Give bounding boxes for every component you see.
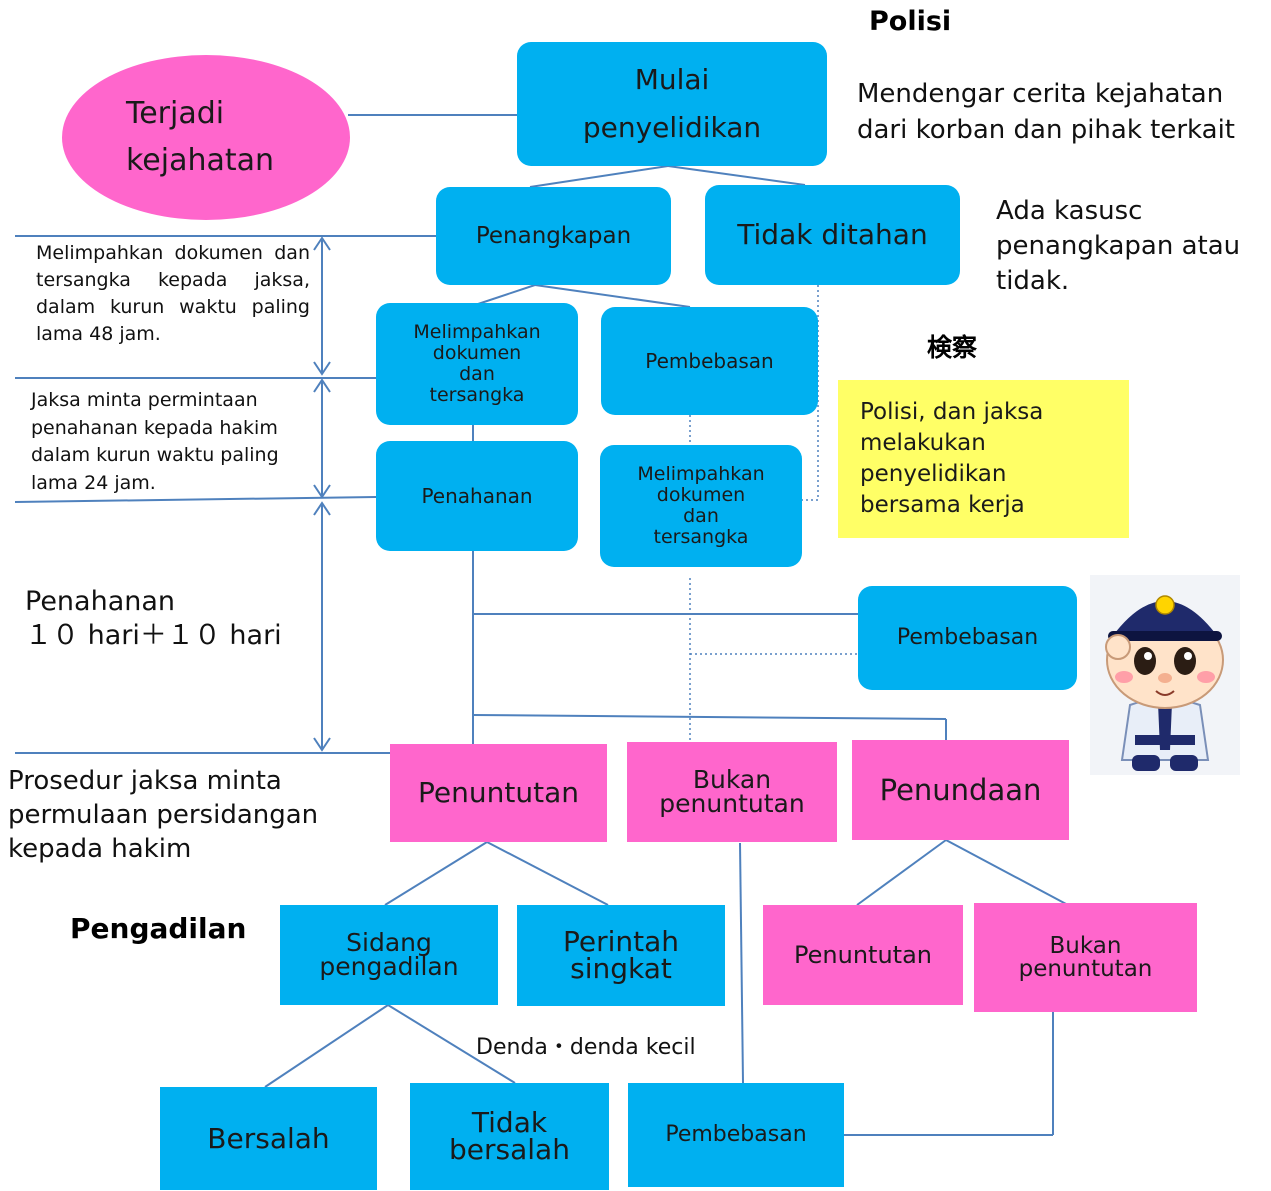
node-pembebasan-1: Pembebasan bbox=[601, 307, 818, 415]
node-bersalah-label: Bersalah bbox=[207, 1121, 330, 1155]
note-polisi-jaksa-text: Polisi, dan jaksa melakukan penyelidikan… bbox=[860, 398, 1044, 519]
node-bukan-penuntutan-2-label: Bukan penuntutan bbox=[1018, 932, 1153, 982]
heading-kensatsu: 検察 bbox=[927, 333, 978, 362]
node-bukan-penuntutan-1: Bukan penuntutan bbox=[627, 742, 837, 842]
node-penahanan: Penahanan bbox=[376, 441, 578, 551]
node-penangkapan-label: Penangkapan bbox=[475, 222, 632, 249]
heading-pengadilan: Pengadilan bbox=[70, 912, 247, 945]
node-mulai-penyelidikan: Mulai penyelidikan bbox=[517, 42, 827, 166]
heading-polisi: Polisi bbox=[869, 6, 952, 37]
node-terjadi-kejahatan: Terjadi kejahatan bbox=[62, 55, 350, 220]
note-mendengar: Mendengar cerita kejahatan dari korban d… bbox=[857, 79, 1235, 146]
node-tidak-bersalah: Tidak bersalah bbox=[410, 1083, 609, 1190]
node-bukan-penuntutan-1-label: Bukan penuntutan bbox=[659, 765, 805, 818]
node-terjadi-label: Terjadi kejahatan bbox=[126, 96, 275, 178]
note-polisi-jaksa: Polisi, dan jaksa melakukan penyelidikan… bbox=[838, 380, 1129, 538]
node-pembebasan-2: Pembebasan bbox=[858, 586, 1077, 690]
node-pembebasan-3: Pembebasan bbox=[628, 1083, 844, 1187]
node-penahanan-label: Penahanan bbox=[421, 484, 533, 508]
node-pembebasan-1-label: Pembebasan bbox=[645, 349, 774, 373]
node-melimpahkan-1: Melimpahkan dokumen dan tersangka bbox=[376, 303, 578, 425]
node-melimpahkan-2-label: Melimpahkan dokumen dan tersangka bbox=[637, 463, 765, 548]
node-penundaan-label: Penundaan bbox=[879, 772, 1042, 807]
node-penangkapan: Penangkapan bbox=[436, 187, 671, 285]
node-penundaan: Penundaan bbox=[852, 740, 1069, 840]
node-melimpahkan-2: Melimpahkan dokumen dan tersangka bbox=[600, 445, 802, 567]
node-bukan-penuntutan-2: Bukan penuntutan bbox=[974, 903, 1197, 1012]
node-tidak-ditahan: Tidak ditahan bbox=[705, 185, 960, 285]
note-penahanan-hari: Penahanan １０ hari＋１０ hari bbox=[25, 586, 282, 651]
node-bersalah: Bersalah bbox=[160, 1087, 377, 1190]
note-prosedur: Prosedur jaksa minta permulaan persidang… bbox=[8, 766, 319, 864]
note-minta-24-jam: Jaksa minta permintaan penahanan kepada … bbox=[31, 389, 279, 494]
node-sidang-pengadilan: Sidang pengadilan bbox=[280, 905, 498, 1005]
node-penuntutan-2: Penuntutan bbox=[763, 905, 963, 1005]
note-ada-kasus: Ada kasusc penangkapan atau tidak. bbox=[996, 196, 1241, 297]
node-perintah-singkat: Perintah singkat bbox=[517, 905, 725, 1006]
node-pembebasan-3-label: Pembebasan bbox=[665, 1122, 807, 1147]
node-sidang-label: Sidang pengadilan bbox=[319, 928, 459, 981]
note-denda: Denda・denda kecil bbox=[476, 1035, 696, 1060]
node-penuntutan-1: Penuntutan bbox=[390, 744, 607, 842]
node-penuntutan-1-label: Penuntutan bbox=[418, 776, 579, 809]
node-pembebasan-2-label: Pembebasan bbox=[896, 625, 1039, 650]
node-tidak-ditahan-label: Tidak ditahan bbox=[737, 218, 928, 251]
node-perintah-label: Perintah singkat bbox=[562, 924, 680, 985]
node-mulai-label: Mulai penyelidikan bbox=[582, 63, 762, 144]
note-limpah-48-jam: Melimpahkan dokumen dan tersangka kepada… bbox=[36, 242, 310, 346]
police-mascot-icon bbox=[1090, 575, 1240, 775]
node-penuntutan-2-label: Penuntutan bbox=[794, 941, 932, 969]
node-melimpahkan-1-label: Melimpahkan dokumen dan tersangka bbox=[413, 321, 541, 406]
node-tidak-bersalah-label: Tidak bersalah bbox=[449, 1105, 570, 1166]
